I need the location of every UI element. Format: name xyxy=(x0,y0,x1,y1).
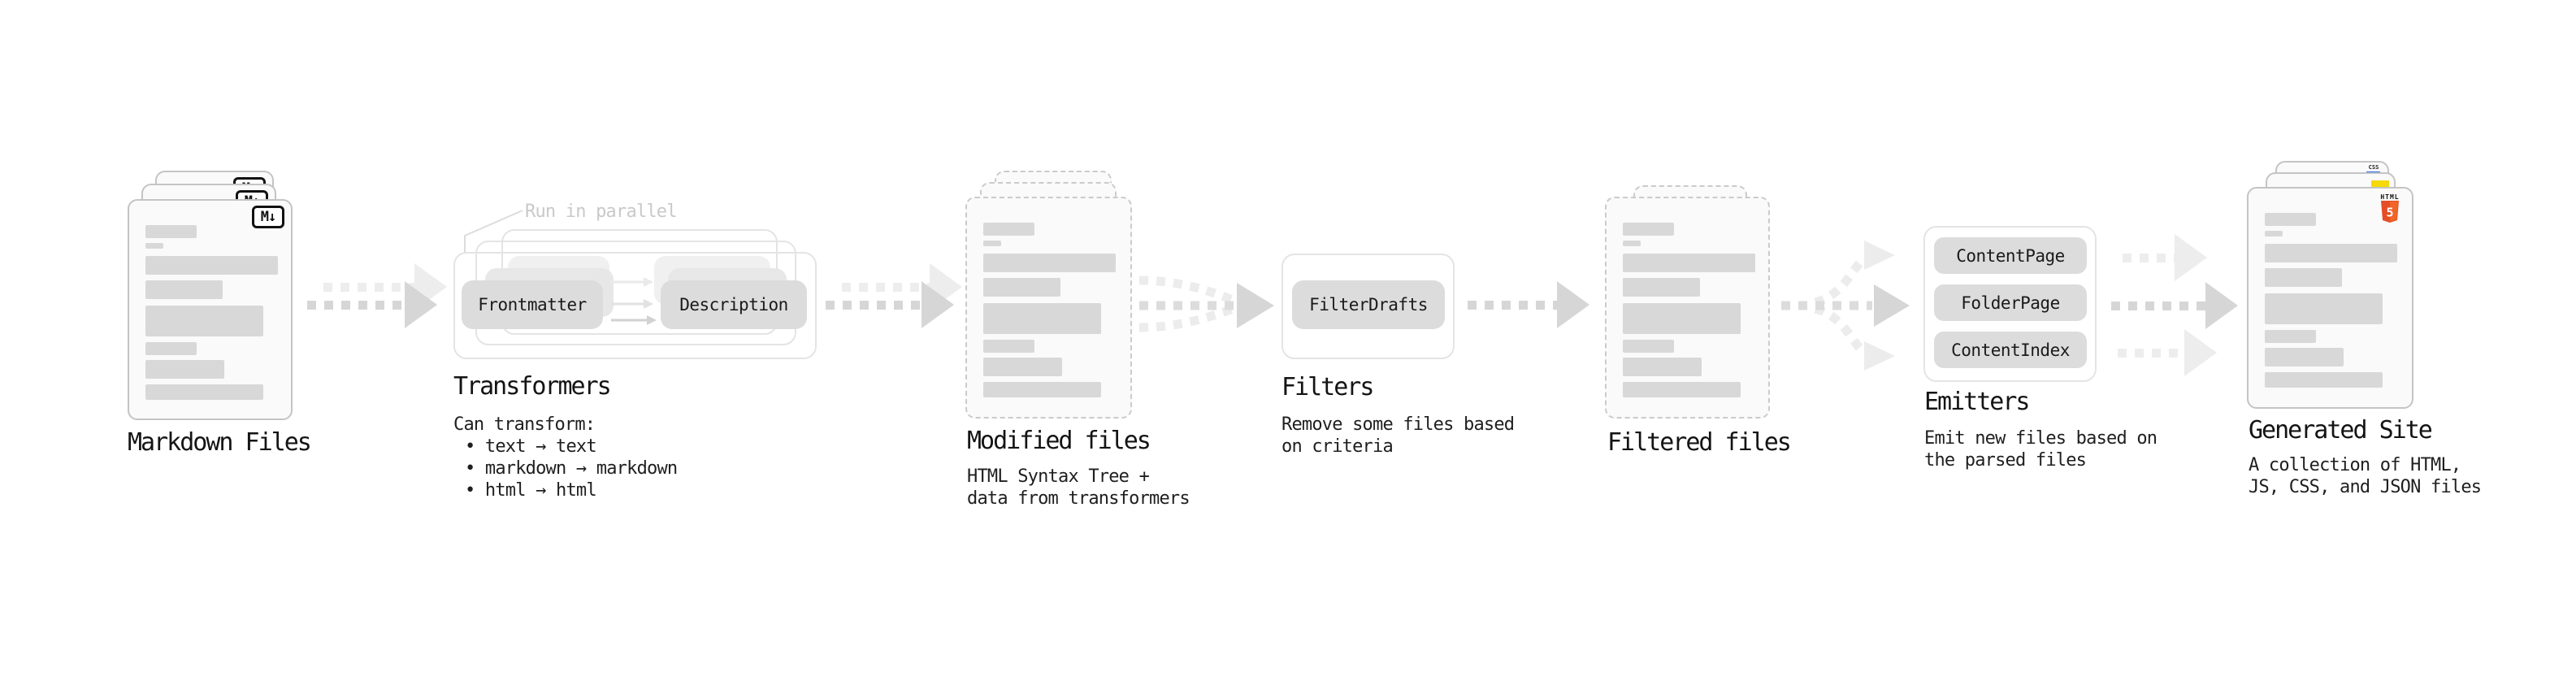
doc-line-bar xyxy=(983,254,1116,272)
run-in-parallel-annotation: Run in parallel xyxy=(525,202,677,222)
description-line: on criteria xyxy=(1281,436,1394,457)
doc-content-placeholder xyxy=(967,198,1130,417)
transform-bullet: • html → html xyxy=(465,480,597,501)
description-line: JS, CSS, and JSON files xyxy=(2249,477,2482,497)
doc-line-bar xyxy=(1623,340,1674,353)
flow-arrow-5-diverge xyxy=(1781,241,1910,371)
filterdrafts-pill: FilterDrafts xyxy=(1292,280,1445,329)
doc-line-bar xyxy=(1623,382,1741,397)
doc-line-bar xyxy=(1623,358,1702,376)
doc-line-bar xyxy=(1623,254,1755,272)
flow-arrow-ghost xyxy=(2123,234,2207,281)
can-transform-heading: Can transform: xyxy=(453,414,596,435)
doc-line-bar xyxy=(2265,213,2316,226)
doc-line-bar xyxy=(2265,231,2283,236)
html5-icon: HTML 5 xyxy=(2379,194,2400,226)
css-icon-label: CSS xyxy=(2368,164,2379,171)
transformers-label: Transformers xyxy=(453,372,612,401)
doc-line-bar xyxy=(145,342,197,355)
markdown-files-label: Markdown Files xyxy=(128,428,312,457)
doc-line-bar xyxy=(983,241,1001,246)
doc-line-bar xyxy=(983,223,1034,236)
flow-arrow-3-converge xyxy=(1138,275,1274,332)
transform-bullet: • text → text xyxy=(465,436,597,457)
flow-arrow-main xyxy=(2111,282,2238,329)
emitters-description: Emit new files based on the parsed files xyxy=(1924,427,2158,471)
filtered-file-front xyxy=(1605,197,1770,419)
doc-content-placeholder xyxy=(1607,198,1768,417)
transformer-box-front xyxy=(453,252,817,359)
markdown-file-front: M↓ xyxy=(128,199,293,420)
doc-line-bar xyxy=(983,358,1062,376)
modified-files-label: Modified files xyxy=(967,427,1151,455)
doc-line-bar xyxy=(2265,268,2342,287)
flow-arrow-4 xyxy=(1468,281,1589,328)
frontmatter-pill: Frontmatter xyxy=(462,280,603,329)
emitters-label: Emitters xyxy=(1924,388,2030,416)
doc-line-bar xyxy=(145,280,223,299)
description-line: data from transformers xyxy=(967,488,1190,509)
doc-line-bar xyxy=(145,256,278,275)
modified-file-front xyxy=(965,197,1132,419)
folderpage-pill: FolderPage xyxy=(1934,284,2087,321)
doc-line-bar xyxy=(1623,278,1700,297)
html5-icon-label: HTML xyxy=(2380,193,2400,201)
doc-line-bar xyxy=(145,225,197,238)
contentindex-pill: ContentIndex xyxy=(1934,332,2087,368)
doc-line-bar xyxy=(983,303,1101,334)
doc-line-bar xyxy=(145,384,263,400)
doc-line-bar xyxy=(1623,223,1674,236)
doc-line-bar xyxy=(983,340,1034,353)
html5-number: 5 xyxy=(2386,206,2393,220)
flow-arrow-ghost xyxy=(2118,329,2217,376)
doc-line-bar xyxy=(145,306,263,336)
doc-line-bar xyxy=(145,360,224,379)
parallel-run-arrows xyxy=(611,277,657,325)
generated-site-label: Generated Site xyxy=(2249,416,2433,445)
doc-content-placeholder xyxy=(129,201,291,419)
description-line: the parsed files xyxy=(1924,450,2087,471)
flow-arrow-main xyxy=(826,281,954,328)
filters-label: Filters xyxy=(1281,373,1374,401)
doc-line-bar xyxy=(2265,372,2383,388)
doc-line-bar xyxy=(2265,244,2397,262)
doc-line-bar xyxy=(2265,293,2383,324)
description-line: HTML Syntax Tree + xyxy=(967,466,1150,487)
description-line: Remove some files based xyxy=(1281,414,1515,435)
description-line: A collection of HTML, xyxy=(2249,455,2461,475)
markdown-icon: M↓ xyxy=(252,206,284,228)
doc-line-bar xyxy=(2265,330,2316,343)
run-in-parallel-leader-line xyxy=(464,210,523,254)
doc-line-bar xyxy=(1623,241,1641,246)
doc-line-bar xyxy=(2265,348,2344,367)
doc-line-bar xyxy=(983,278,1060,297)
doc-line-bar xyxy=(1623,303,1741,334)
generated-site-description: A collection of HTML, JS, CSS, and JSON … xyxy=(2249,454,2482,498)
flow-arrow-main xyxy=(307,281,437,328)
html-file-front: HTML 5 xyxy=(2247,187,2413,409)
transformers-description: Can transform: • text → text • markdown … xyxy=(453,414,678,501)
contentpage-pill: ContentPage xyxy=(1934,237,2087,274)
modified-files-description: HTML Syntax Tree + data from transformer… xyxy=(967,466,1190,510)
filters-description: Remove some files based on criteria xyxy=(1281,414,1515,458)
filtered-files-label: Filtered files xyxy=(1607,428,1792,457)
doc-line-bar xyxy=(983,382,1101,397)
doc-line-bar xyxy=(145,243,163,249)
html5-shield: 5 xyxy=(2381,201,2399,223)
description-pill: Description xyxy=(661,280,807,329)
description-line: Emit new files based on xyxy=(1924,428,2158,449)
transform-bullet: • markdown → markdown xyxy=(465,458,678,479)
doc-content-placeholder xyxy=(2249,189,2412,407)
